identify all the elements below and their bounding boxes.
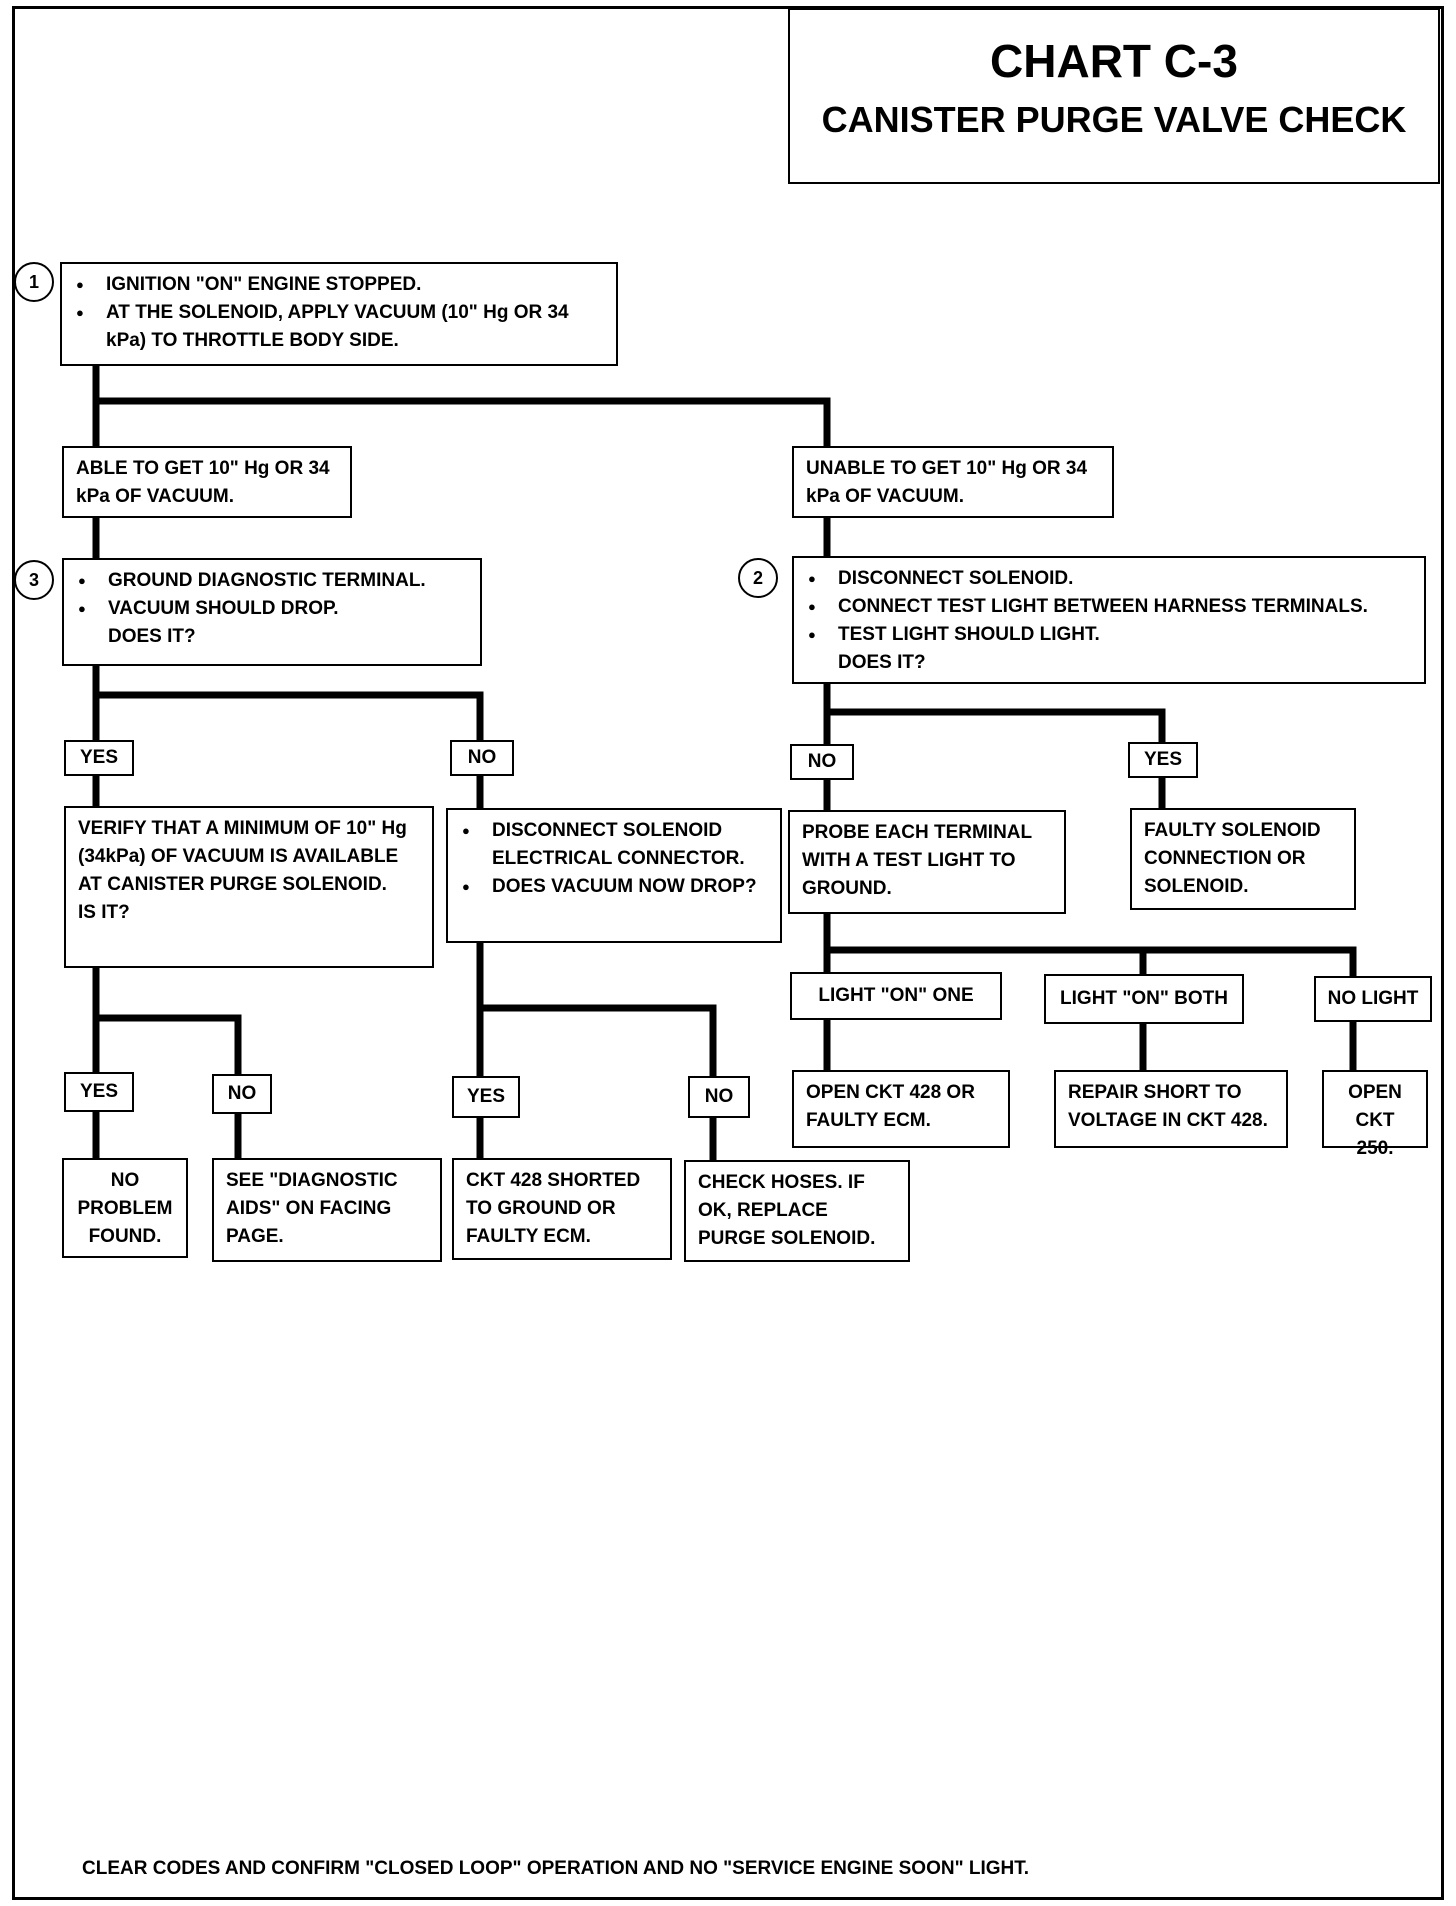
step-marker-1: 1 xyxy=(14,262,54,302)
label-no: NO xyxy=(688,1076,750,1118)
label-light-on-both: LIGHT "ON" BOTH xyxy=(1044,974,1244,1024)
label-yes: YES xyxy=(1128,742,1198,778)
connector-probe-none xyxy=(1139,946,1357,980)
label-no: NO xyxy=(450,740,514,776)
chart-title: CANISTER PURGE VALVE CHECK xyxy=(821,99,1407,140)
start-line-1: IGNITION "ON" ENGINE STOPPED. xyxy=(74,271,604,299)
see-aids-box: SEE "DIAGNOSTIC AIDS" ON FACING PAGE. xyxy=(212,1158,442,1262)
label-yes: YES xyxy=(452,1076,520,1118)
step2-line-2: CONNECT TEST LIGHT BETWEEN HARNESS TERMI… xyxy=(806,593,1412,621)
title-block: CHART C-3 CANISTER PURGE VALVE CHECK xyxy=(788,8,1440,184)
probe-box: PROBE EACH TERMINAL WITH A TEST LIGHT TO… xyxy=(788,810,1066,914)
start-box: IGNITION "ON" ENGINE STOPPED. AT THE SOL… xyxy=(60,262,618,366)
start-line-2: AT THE SOLENOID, APPLY VACUUM (10" Hg OR… xyxy=(74,299,604,355)
check-hoses-box: CHECK HOSES. IF OK, REPLACE PURGE SOLENO… xyxy=(684,1160,910,1262)
label-light-on-one: LIGHT "ON" ONE xyxy=(790,972,1002,1020)
able-box: ABLE TO GET 10" Hg OR 34 kPa OF VACUUM. xyxy=(62,446,352,518)
label-yes: YES xyxy=(64,740,134,776)
connector-step2-yes xyxy=(823,708,1166,746)
step2-line-3: TEST LIGHT SHOULD LIGHT. xyxy=(806,621,1412,649)
label-no: NO xyxy=(790,744,854,780)
chart-id: CHART C-3 xyxy=(990,35,1238,87)
faulty-solenoid-box: FAULTY SOLENOID CONNECTION OR SOLENOID. xyxy=(1130,808,1356,910)
connector-probe-both xyxy=(823,946,1147,978)
disconnect-line-2: DOES VACUUM NOW DROP? xyxy=(460,873,768,901)
open-ckt428-box: OPEN CKT 428 OR FAULTY ECM. xyxy=(792,1070,1010,1148)
connector-verify-no xyxy=(92,1014,242,1076)
no-problem-box: NO PROBLEM FOUND. xyxy=(62,1158,188,1258)
label-no: NO xyxy=(212,1074,272,1114)
step-marker-3: 3 xyxy=(14,560,54,600)
disconnect-line-1: DISCONNECT SOLENOID ELECTRICAL CONNECTOR… xyxy=(460,817,768,873)
disconnect-connector-box: DISCONNECT SOLENOID ELECTRICAL CONNECTOR… xyxy=(446,808,782,943)
ckt428-shorted-box: CKT 428 SHORTED TO GROUND OR FAULTY ECM. xyxy=(452,1158,672,1260)
verify-question: IS IT? xyxy=(78,902,130,923)
step2-question: DOES IT? xyxy=(838,652,926,673)
connector-step3-no xyxy=(92,691,484,744)
step3-line-2: VACUUM SHOULD DROP. xyxy=(76,595,468,623)
step3-box: GROUND DIAGNOSTIC TERMINAL. VACUUM SHOUL… xyxy=(62,558,482,666)
label-no-light: NO LIGHT xyxy=(1314,976,1432,1022)
step3-line-1: GROUND DIAGNOSTIC TERMINAL. xyxy=(76,567,468,595)
connector-disconnect-no xyxy=(476,1004,717,1080)
repair-short-box: REPAIR SHORT TO VOLTAGE IN CKT 428. xyxy=(1054,1070,1288,1148)
connector-start-unable xyxy=(92,397,831,450)
page-frame xyxy=(12,6,1444,1900)
step3-question: DOES IT? xyxy=(108,626,196,647)
unable-box: UNABLE TO GET 10" Hg OR 34 kPa OF VACUUM… xyxy=(792,446,1114,518)
verify-text: VERIFY THAT A MINIMUM OF 10" Hg (34kPa) … xyxy=(78,818,407,895)
step2-box: DISCONNECT SOLENOID. CONNECT TEST LIGHT … xyxy=(792,556,1426,684)
footer-note: CLEAR CODES AND CONFIRM "CLOSED LOOP" OP… xyxy=(82,1858,1030,1879)
verify-box: VERIFY THAT A MINIMUM OF 10" Hg (34kPa) … xyxy=(64,806,434,968)
label-yes: YES xyxy=(64,1072,134,1112)
step-marker-2: 2 xyxy=(738,558,778,598)
step2-line-1: DISCONNECT SOLENOID. xyxy=(806,565,1412,593)
open-ckt250-box: OPEN CKT 250. xyxy=(1322,1070,1428,1159)
